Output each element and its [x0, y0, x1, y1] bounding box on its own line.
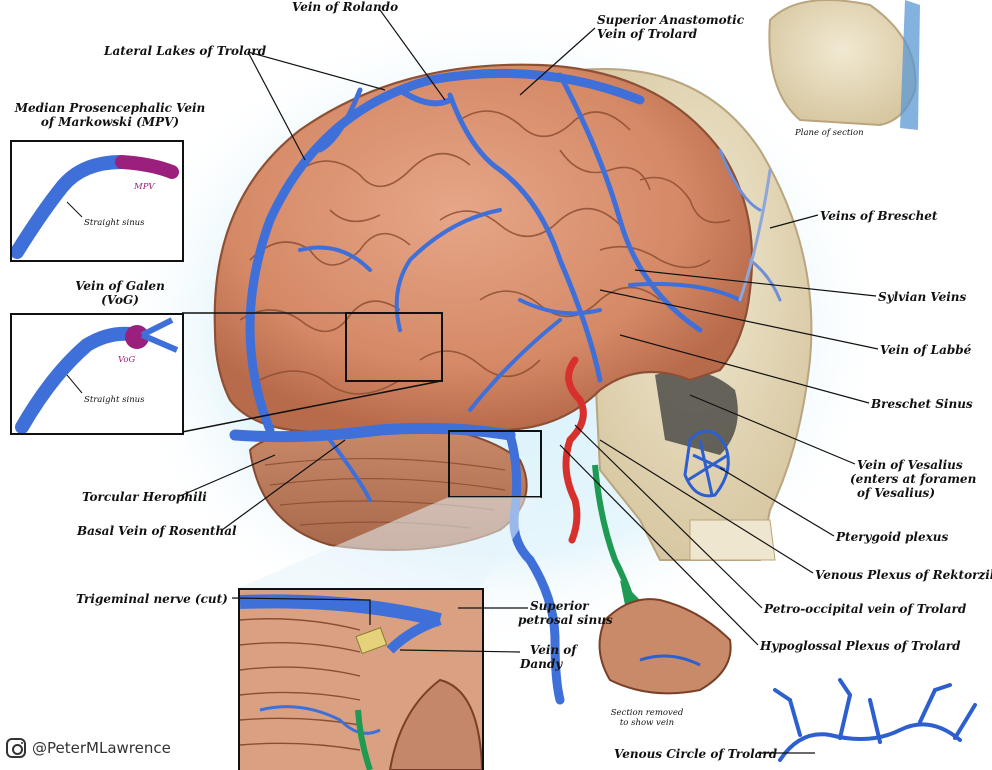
dandy-inset [238, 588, 484, 770]
label-sylvian-veins: Sylvian Veins [878, 290, 967, 304]
label-plane-of-section: Plane of section [795, 128, 864, 138]
venous-circle-shape [773, 678, 977, 762]
section-removed-piece [598, 598, 732, 695]
gyri [239, 110, 731, 395]
vog-inset: VoG Straight sinus [10, 313, 184, 435]
vog-tag: VoG [118, 355, 136, 365]
label-section-removed-2: to show vein [619, 718, 675, 728]
vog-region-frame [345, 312, 443, 382]
label-venous-circle-of-trolard: Venous Circle of Trolard [614, 747, 778, 761]
label-petro-occipital-vein: Petro-occipital vein of Trolard [764, 602, 967, 616]
straight-sinus-label-2: Straight sinus [84, 395, 145, 405]
instagram-icon [6, 738, 26, 758]
label-lateral-lakes: Lateral Lakes of Trolard [104, 44, 267, 58]
label-basal-vein-of-rosenthal: Basal Vein of Rosenthal [77, 524, 237, 538]
label-venous-plexus-rektorzik: Venous Plexus of Rektorzik [815, 568, 992, 582]
dandy-inset-art [240, 590, 482, 770]
label-torcular-herophili: Torcular Herophili [82, 490, 207, 504]
label-vein-of-galen-2: (VoG) [101, 293, 139, 307]
label-veins-of-breschet: Veins of Breschet [820, 209, 938, 223]
label-mpv-2: of Markowski (MPV) [40, 115, 180, 129]
label-vein-of-dandy-2: Dandy [520, 657, 563, 671]
label-superior-anastomotic-1: Superior Anastomotic [597, 13, 745, 27]
label-vein-of-labbe: Vein of Labbé [880, 343, 972, 357]
label-vein-of-vesalius-3: of Vesalius) [857, 486, 935, 500]
label-superior-anastomotic-2: Vein of Trolard [597, 27, 698, 41]
label-vein-of-rolando: Vein of Rolando [292, 0, 399, 14]
label-vein-of-galen-1: Vein of Galen [75, 279, 165, 293]
credit-handle[interactable]: @PeterMLawrence [6, 734, 171, 762]
label-hypoglossal-plexus: Hypoglossal Plexus of Trolard [760, 639, 961, 653]
label-pterygoid-plexus: Pterygoid plexus [836, 530, 949, 544]
label-trigeminal-nerve: Trigeminal nerve (cut) [76, 592, 228, 606]
straight-sinus-label-1: Straight sinus [84, 218, 145, 228]
label-vein-of-vesalius-2: (enters at foramen [850, 472, 977, 486]
label-section-removed-1: Section removed [610, 708, 684, 718]
credit-handle-text: @PeterMLawrence [32, 739, 171, 757]
vog-inset-art [15, 317, 179, 433]
mpv-tag: MPV [134, 182, 155, 192]
plane-of-section-skull [768, 0, 920, 130]
label-mpv-1: Median Prosencephalic Vein [14, 101, 206, 115]
mpv-inset: MPV Straight sinus [10, 140, 184, 262]
teeth [689, 519, 776, 561]
label-vein-of-dandy-1: Vein of [530, 643, 577, 657]
label-breschet-sinus: Breschet Sinus [871, 397, 973, 411]
label-vein-of-vesalius-1: Vein of Vesalius [857, 458, 963, 472]
label-superior-petrosal-1: Superior [530, 599, 589, 613]
label-superior-petrosal-2: petrosal sinus [518, 613, 613, 627]
mpv-inset-art [12, 155, 179, 259]
